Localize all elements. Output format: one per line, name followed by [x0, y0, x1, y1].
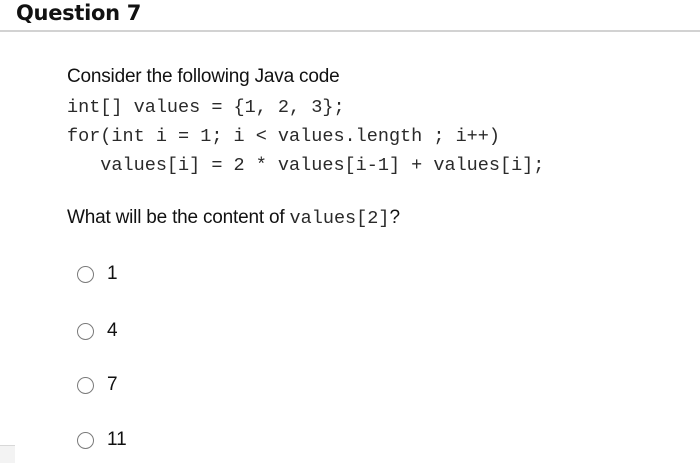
option-label: 1 [107, 263, 118, 284]
prompt-suffix: ? [389, 207, 400, 228]
option-label: 4 [107, 320, 118, 341]
answer-option-1[interactable]: 1 [77, 262, 118, 286]
code-block: int[] values = {1, 2, 3}; for(int i = 1; … [67, 93, 544, 180]
question-header: Question 7 [0, 0, 700, 32]
answer-option-11[interactable]: 11 [77, 428, 127, 452]
code-line: for(int i = 1; i < values.length ; i++) [67, 126, 500, 147]
question-prompt: What will be the content of values[2]? [67, 207, 400, 230]
question-intro: Consider the following Java code [67, 66, 340, 87]
option-label: 11 [107, 429, 127, 450]
answer-option-7[interactable]: 7 [77, 373, 118, 397]
code-line: int[] values = {1, 2, 3}; [67, 97, 345, 118]
answer-option-4[interactable]: 4 [77, 319, 118, 343]
prompt-text: What will be the content of [67, 207, 290, 228]
radio-button-icon[interactable] [77, 431, 94, 449]
code-line: values[i] = 2 * values[i-1] + values[i]; [67, 155, 545, 176]
prompt-code: values[2] [289, 208, 390, 229]
option-label: 7 [107, 374, 118, 395]
radio-button-icon[interactable] [77, 265, 94, 283]
radio-button-icon[interactable] [77, 376, 94, 394]
question-title: Question 7 [16, 1, 142, 25]
radio-button-icon[interactable] [77, 322, 94, 340]
corner-panel-edge [0, 445, 15, 463]
